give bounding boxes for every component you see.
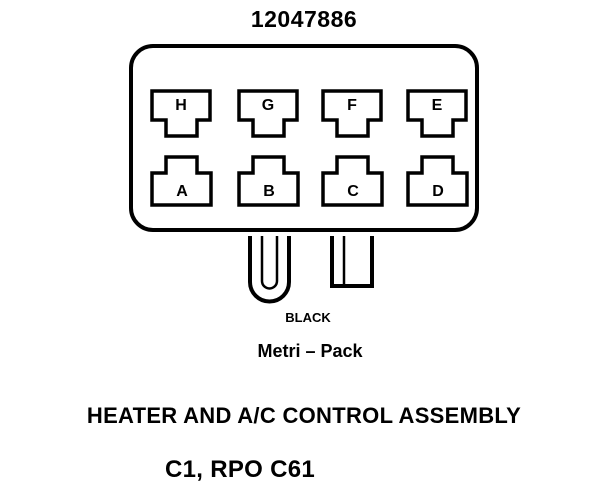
pin-label-h: H	[175, 97, 187, 114]
pin-label-c: C	[347, 183, 359, 200]
connector-type-label: Metri – Pack	[257, 341, 363, 361]
cavity-bottom-1	[150, 155, 213, 207]
pin-label-b: B	[263, 183, 275, 200]
cavity-bottom-4	[406, 155, 469, 207]
pin-label-g: G	[262, 97, 274, 114]
cavity-top-1	[150, 89, 212, 138]
cavity-bottom-2	[237, 155, 300, 207]
connector-body	[129, 44, 479, 232]
connector-color-label: BLACK	[285, 310, 331, 325]
pin-label-f: F	[347, 97, 357, 114]
connector-id: C1, RPO C61	[165, 456, 316, 483]
bottom-row-cavities	[150, 155, 469, 207]
cavity-top-2	[237, 89, 299, 138]
cavity-bottom-3	[321, 155, 384, 207]
top-row-cavities	[150, 89, 468, 138]
cavity-top-3	[321, 89, 383, 138]
pin-label-d: D	[432, 183, 444, 200]
assembly-name: HEATER AND A/C CONTROL ASSEMBLY	[86, 403, 522, 428]
cavity-top-4	[406, 89, 468, 138]
rounded-lock-tab-inner	[260, 236, 279, 290]
pin-label-a: A	[176, 183, 188, 200]
square-lock-tab	[330, 236, 374, 288]
part-number: 12047886	[250, 6, 358, 32]
rounded-lock-tab	[248, 236, 291, 304]
pin-label-e: E	[432, 97, 443, 114]
